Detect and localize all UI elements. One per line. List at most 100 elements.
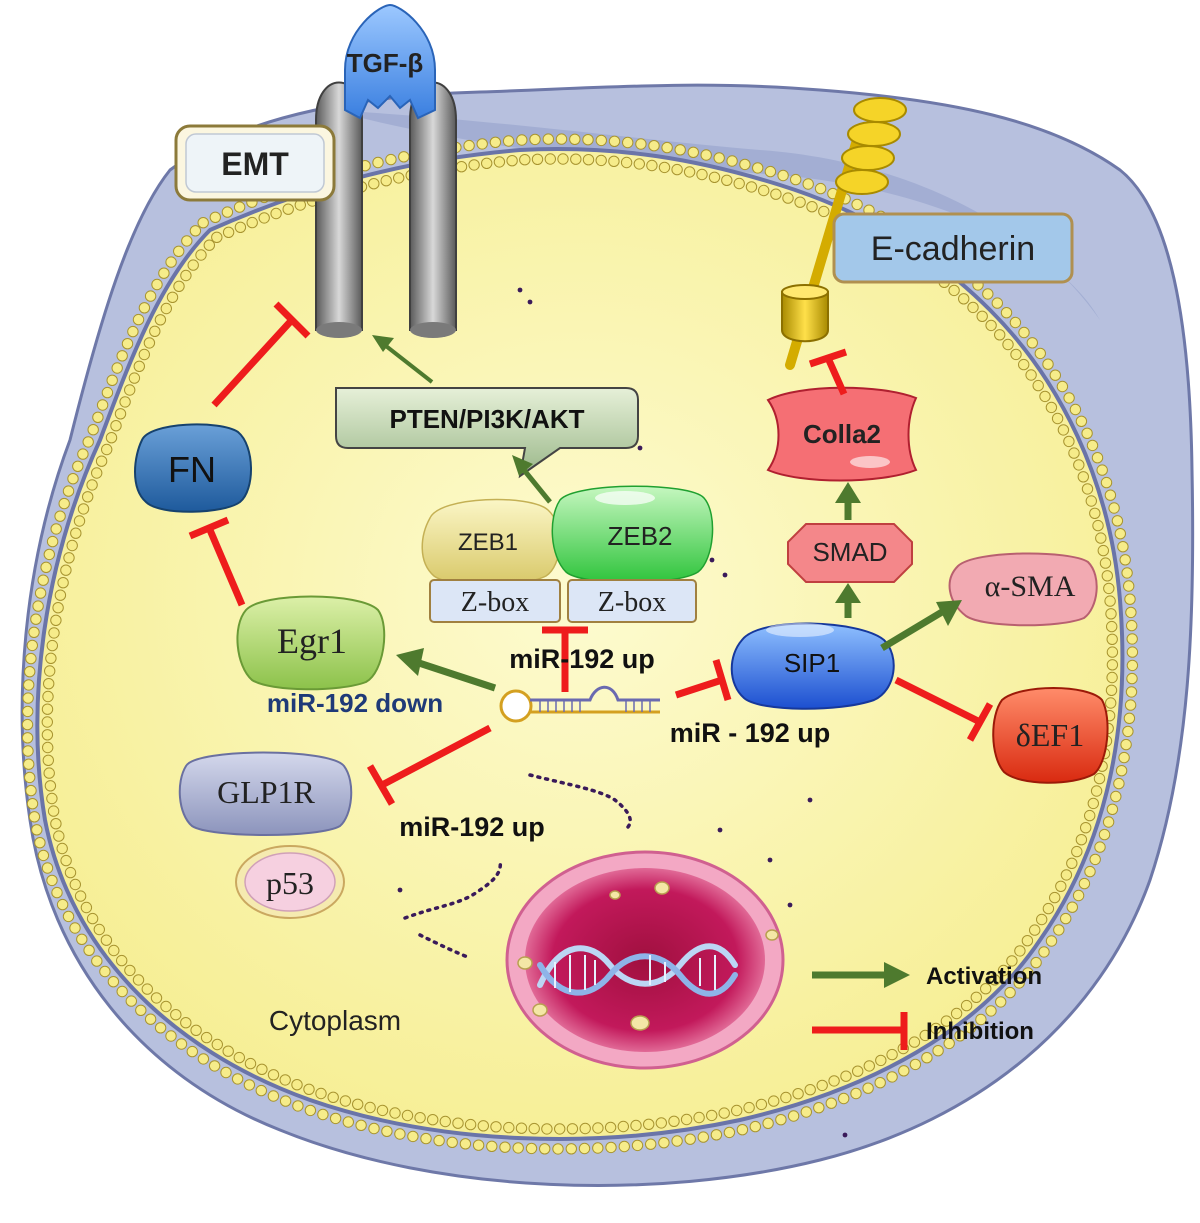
- lipid-bead: [755, 1098, 768, 1111]
- lipid-bead: [32, 600, 44, 612]
- lipid-bead: [512, 1142, 524, 1154]
- lipid-bead: [1106, 646, 1119, 658]
- lipid-bead: [544, 153, 556, 165]
- lipid-bead: [1004, 986, 1016, 999]
- lipid-bead: [1102, 816, 1115, 828]
- lipid-bead: [850, 1087, 862, 1100]
- lipid-bead: [267, 1090, 280, 1102]
- mir-192-up-center: miR-192 up: [509, 644, 655, 674]
- lipid-bead: [542, 133, 554, 145]
- lipid-bead: [777, 169, 789, 182]
- lipid-bead: [733, 177, 745, 190]
- e-cadherin-box: [832, 212, 1074, 284]
- lipid-bead: [980, 983, 992, 995]
- lipid-bead: [135, 1004, 147, 1016]
- lipid-bead: [41, 729, 54, 741]
- lipid-bead: [950, 1007, 963, 1020]
- lipid-bead: [1029, 924, 1041, 936]
- p53-protein: [235, 845, 345, 919]
- lipid-bead: [960, 999, 973, 1012]
- lipid-bead: [42, 690, 54, 703]
- lipid-bead: [364, 1101, 376, 1114]
- lipid-bead: [329, 1112, 342, 1125]
- lipid-bead: [398, 151, 410, 163]
- lipid-bead: [1126, 619, 1138, 632]
- lipid-bead: [455, 161, 468, 173]
- lipid-bead: [1072, 889, 1085, 902]
- lipid-bead: [50, 818, 62, 830]
- lipid-bead: [270, 207, 282, 220]
- lipid-bead: [186, 1045, 199, 1058]
- lipid-bead: [144, 1013, 157, 1025]
- lipid-bead: [69, 922, 81, 934]
- lipid-bead: [622, 136, 634, 149]
- lipid-bead: [1092, 519, 1104, 532]
- lipid-bead: [124, 964, 136, 977]
- lipid-bead: [106, 374, 118, 386]
- lipid-bead: [489, 136, 502, 149]
- lipid-bead: [37, 849, 50, 862]
- lipid-bead: [1021, 935, 1034, 947]
- lipid-bead: [633, 158, 645, 170]
- lipid-bead: [56, 842, 68, 855]
- lipid-bead: [77, 503, 90, 515]
- lipid-bead: [1063, 435, 1075, 448]
- lipid-bead: [554, 1123, 566, 1135]
- mir-192-up-right: miR - 192 up: [670, 718, 831, 748]
- lipid-bead: [726, 155, 738, 167]
- lipid-bead: [44, 780, 57, 792]
- lipid-bead: [173, 245, 185, 258]
- lipid-bead: [87, 424, 99, 436]
- cytoplasm-dotted-strand-3: [418, 933, 472, 960]
- lipid-bead: [24, 666, 36, 678]
- z-box-right: [567, 579, 697, 623]
- lipid-bead: [95, 455, 108, 467]
- lipid-bead: [1077, 471, 1090, 483]
- lipid-bead: [578, 1142, 591, 1155]
- lipid-bead: [221, 206, 234, 218]
- lipid-bead: [697, 1131, 709, 1143]
- lipid-bead: [1106, 620, 1118, 633]
- lipid-bead: [170, 1009, 182, 1021]
- lipid-bead: [604, 1121, 617, 1134]
- lipid-bead: [339, 1095, 352, 1107]
- emt-box: [174, 124, 336, 202]
- lipid-bead: [304, 1104, 317, 1117]
- lipid-bead: [710, 1129, 723, 1141]
- lipid-bead: [595, 134, 607, 147]
- lipid-bead: [595, 154, 607, 167]
- lipid-bead: [943, 1037, 955, 1050]
- lipid-bead: [680, 1113, 693, 1126]
- lipid-bead: [618, 1140, 630, 1153]
- lipid-bead: [674, 144, 686, 156]
- lipid-bead: [970, 991, 982, 1003]
- lipid-bead: [190, 1024, 202, 1037]
- lipid-bead: [994, 329, 1006, 341]
- lipid-bead: [1104, 595, 1116, 607]
- lipid-bead: [800, 1106, 812, 1118]
- lipid-bead: [1068, 447, 1080, 459]
- lipid-bead: [1042, 358, 1054, 370]
- lipid-bead: [22, 745, 34, 757]
- lipid-bead: [1071, 845, 1083, 858]
- lipid-bead: [52, 602, 64, 614]
- lipid-bead: [22, 692, 34, 704]
- lipid-bead: [1089, 853, 1101, 866]
- lipid-bead: [1097, 544, 1110, 557]
- lipid-bead: [132, 313, 145, 326]
- lipid-bead: [605, 1141, 617, 1154]
- lipid-bead: [1090, 785, 1103, 797]
- cytoplasm-dotted-strand-1: [528, 773, 632, 832]
- lipid-bead: [582, 134, 594, 146]
- e-cadherin-molecule: [781, 97, 907, 370]
- lipid-bead: [47, 805, 60, 817]
- lipid-bead: [1057, 424, 1070, 436]
- lipid-bead: [1093, 772, 1106, 785]
- lipid-bead: [683, 166, 696, 178]
- zeb2-label: ZEB2: [607, 521, 672, 551]
- lipid-bead: [954, 1030, 966, 1042]
- lipid-bead: [24, 771, 36, 784]
- lipid-bead: [149, 325, 161, 337]
- lipid-bead: [940, 1015, 953, 1027]
- lipid-bead: [658, 1137, 670, 1149]
